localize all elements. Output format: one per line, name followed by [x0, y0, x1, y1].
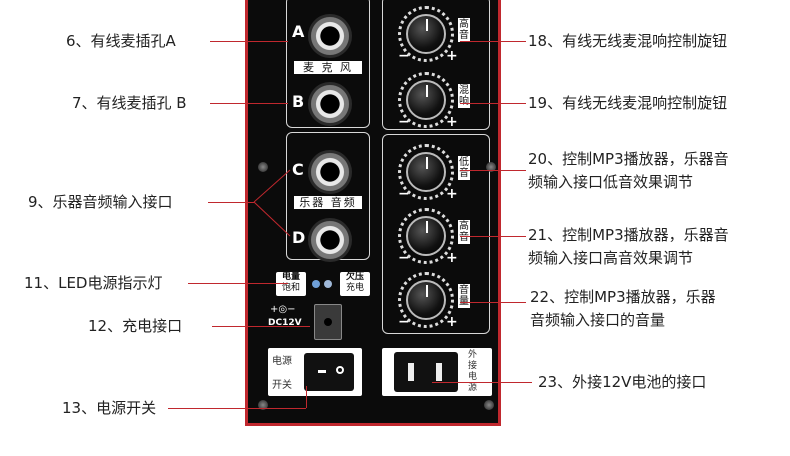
dc-charge-port[interactable]: [314, 304, 342, 340]
led-right-top: 欠压: [345, 272, 364, 282]
volume-knob[interactable]: [406, 280, 446, 320]
minus-5: −: [398, 314, 410, 330]
jack-letter-b: B: [292, 92, 305, 111]
ext-battery-panel: 外接电源: [382, 348, 492, 396]
instrument-strip: 乐器 音频: [294, 196, 362, 209]
label-20-line1: 20、控制MP3播放器，乐器音: [528, 150, 729, 168]
leader-12: [212, 326, 310, 327]
dc-label: DC12V: [268, 318, 302, 328]
mic-knob-box: [382, 0, 490, 130]
knob-label-5: 音量: [458, 284, 470, 308]
leader-23: [432, 382, 532, 383]
power-switch-panel: 电源 开关: [268, 348, 362, 396]
instrument-jack-d[interactable]: [308, 218, 352, 262]
led-label-left: 电量 饱和: [276, 272, 306, 296]
mic-jack-box: [286, 0, 370, 128]
label-19: 19、有线无线麦混响控制旋钮: [528, 94, 728, 112]
instrument-jack-c[interactable]: [308, 150, 352, 194]
knob-scale-3: [398, 144, 454, 200]
treble-knob-music[interactable]: [406, 216, 446, 256]
minus-3: −: [398, 186, 410, 202]
knob-scale-1: [398, 6, 454, 62]
dc-symbol: +◎−: [270, 304, 296, 315]
mic-strip: 麦 克 风: [294, 61, 362, 74]
power-switch[interactable]: [304, 353, 354, 391]
led-label-right: 欠压 充电: [340, 272, 370, 296]
knob-scale-5: [398, 272, 454, 328]
label-6: 6、有线麦插孔A: [66, 32, 176, 50]
leader-9: [208, 202, 254, 203]
knob-scale-4: [398, 208, 454, 264]
label-21-line2: 频输入接口高音效果调节: [528, 249, 694, 267]
led-green: [312, 280, 320, 288]
ext-battery-socket[interactable]: [394, 352, 458, 392]
ext-label: 外接电源: [468, 350, 478, 393]
minus-2: −: [398, 114, 410, 130]
leader-18: [460, 41, 526, 42]
bass-knob[interactable]: [406, 152, 446, 192]
knob-label-3: 低音: [458, 156, 470, 180]
label-20-line2: 频输入接口低音效果调节: [528, 173, 694, 191]
device-panel: A 麦 克 风 B C 乐器 音频 D 高音 − + 混响 − + 低音 − +…: [245, 0, 501, 426]
leader-7: [210, 103, 288, 104]
reverb-knob[interactable]: [406, 80, 446, 120]
label-12: 12、充电接口: [88, 317, 183, 335]
plus-2: +: [446, 114, 458, 130]
jack-letter-c: C: [292, 160, 304, 179]
minus-1: −: [398, 48, 410, 64]
leader-6: [210, 41, 288, 42]
leader-19: [460, 103, 526, 104]
knob-label-4: 高音: [458, 220, 470, 244]
power-label-bottom: 开关: [272, 380, 292, 391]
knob-label-1: 高音: [458, 18, 470, 42]
screw: [258, 400, 268, 410]
label-22-line1: 22、控制MP3播放器，乐器: [530, 288, 716, 306]
treble-knob-mic[interactable]: [406, 14, 446, 54]
label-13: 13、电源开关: [62, 399, 157, 417]
mic-jack-b[interactable]: [308, 82, 352, 126]
plus-3: +: [446, 186, 458, 202]
minus-4: −: [398, 250, 410, 266]
label-18: 18、有线无线麦混响控制旋钮: [528, 32, 728, 50]
leader-20: [460, 170, 526, 171]
leader-22: [460, 302, 526, 303]
label-9: 9、乐器音频输入接口: [28, 193, 173, 211]
leader-11: [188, 283, 288, 284]
jack-letter-a: A: [292, 22, 305, 41]
leader-21: [460, 236, 526, 237]
music-knob-box: [382, 134, 490, 334]
label-21-line1: 21、控制MP3播放器，乐器音: [528, 226, 729, 244]
knob-scale-2: [398, 72, 454, 128]
label-7: 7、有线麦插孔 B: [72, 94, 187, 112]
screw: [486, 162, 496, 172]
leader-13: [168, 408, 306, 409]
led-right-bottom: 充电: [345, 283, 364, 293]
mic-jack-a[interactable]: [308, 14, 352, 58]
label-23: 23、外接12V电池的接口: [538, 373, 707, 391]
led-red: [324, 280, 332, 288]
power-label-top: 电源: [272, 356, 292, 367]
leader-13-up: [306, 386, 307, 408]
knob-label-2: 混响: [458, 84, 470, 108]
label-11: 11、LED电源指示灯: [24, 274, 163, 292]
jack-letter-d: D: [292, 228, 306, 247]
plus-5: +: [446, 314, 458, 330]
label-22-line2: 音频输入接口的音量: [530, 311, 666, 329]
screw: [484, 400, 494, 410]
screw: [258, 162, 268, 172]
led-left-top: 电量: [281, 272, 300, 282]
plus-1: +: [446, 48, 458, 64]
plus-4: +: [446, 250, 458, 266]
led-left-bottom: 饱和: [281, 283, 300, 293]
